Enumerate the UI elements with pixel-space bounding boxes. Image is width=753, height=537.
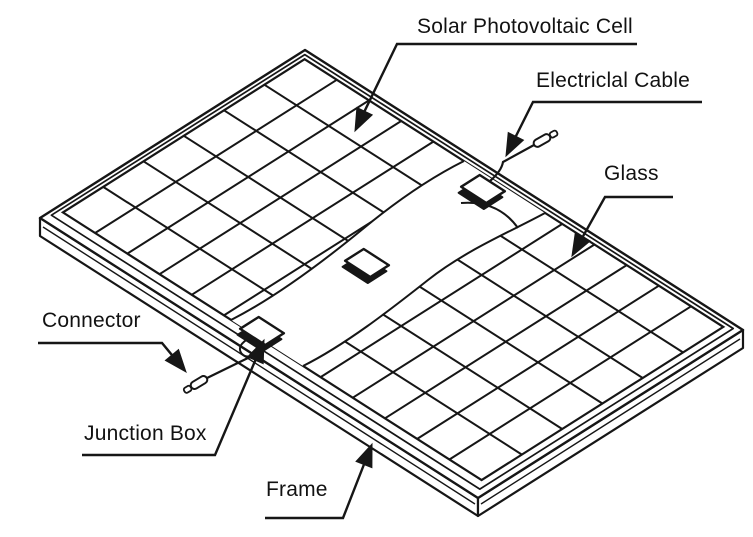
leader-frame-arrowhead-icon bbox=[355, 442, 373, 469]
frame-side-groove-lines bbox=[42, 226, 741, 505]
leader-junction-box-arrowhead-icon bbox=[246, 338, 265, 365]
leader-solar-cell-line bbox=[363, 42, 637, 112]
leader-electrical-cable bbox=[505, 100, 702, 158]
label-electrical-cable: Electriclal Cable bbox=[536, 69, 690, 92]
leader-frame-line bbox=[265, 464, 366, 520]
band-upper-edge bbox=[230, 160, 465, 321]
frame-lip bbox=[50, 53, 735, 490]
leader-junction-box-line bbox=[82, 359, 257, 457]
connector-bottom-tip bbox=[182, 384, 193, 394]
leader-arrows bbox=[38, 42, 702, 520]
leader-electrical-cable-line bbox=[514, 100, 702, 137]
leader-connector-arrowhead-icon bbox=[164, 348, 187, 374]
label-connector: Connector bbox=[42, 309, 141, 332]
leader-solar-cell-arrowhead-icon bbox=[354, 106, 374, 133]
band-lower-edge bbox=[302, 212, 546, 367]
label-glass: Glass bbox=[604, 162, 659, 185]
cable-bottom bbox=[204, 355, 253, 380]
cable-top bbox=[489, 144, 535, 182]
junction-box-3 bbox=[236, 315, 286, 352]
connector-top-tip bbox=[548, 129, 559, 139]
leader-frame bbox=[265, 442, 373, 520]
leader-connector-line bbox=[38, 341, 173, 356]
junction-boxes bbox=[236, 173, 507, 352]
junction-box-top bbox=[459, 173, 507, 205]
leader-junction-box bbox=[82, 338, 265, 457]
leader-solar-cell bbox=[354, 42, 637, 133]
leader-glass-line bbox=[581, 195, 673, 238]
connector-top-body bbox=[532, 133, 552, 148]
junction-box-top bbox=[343, 247, 391, 279]
leader-connector bbox=[38, 341, 187, 374]
cables bbox=[182, 129, 559, 394]
connector-top bbox=[532, 129, 559, 148]
leader-glass-arrowhead-icon bbox=[571, 231, 592, 258]
label-solar-photovoltaic-cell: Solar Photovoltaic Cell bbox=[417, 15, 633, 38]
junction-box-top bbox=[238, 315, 286, 347]
leader-electrical-cable-arrowhead-icon bbox=[505, 131, 525, 158]
cable-loop-top bbox=[460, 201, 519, 229]
label-junction-box: Junction Box bbox=[84, 422, 207, 445]
connector-bottom bbox=[182, 375, 209, 394]
junction-box-2 bbox=[341, 247, 391, 284]
leader-glass bbox=[571, 195, 673, 258]
junction-box-1 bbox=[457, 173, 507, 210]
label-frame: Frame bbox=[266, 478, 328, 501]
